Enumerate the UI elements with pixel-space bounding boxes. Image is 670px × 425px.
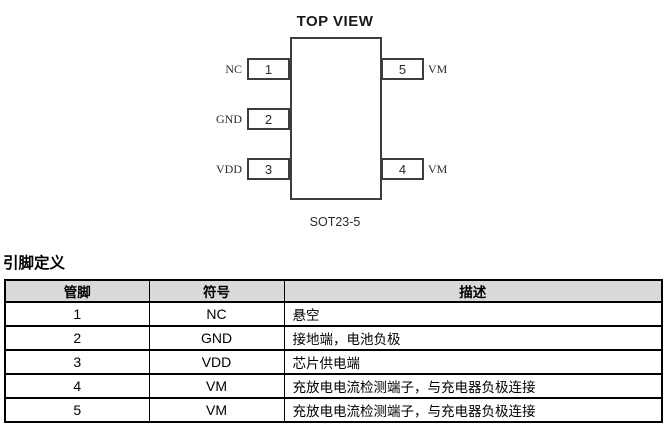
cell-pin: 1: [4, 301, 150, 327]
header-cell-symbol: 符号: [148, 279, 285, 303]
table-row: 1 NC 悬空: [4, 301, 663, 327]
pin-box-3: 3: [247, 158, 290, 180]
pin-number-1: 1: [264, 61, 273, 77]
top-view-title: TOP VIEW: [296, 13, 374, 30]
cell-symbol: GND: [148, 325, 285, 351]
package-label: SOT23-5: [309, 215, 361, 229]
pin-box-1: 1: [247, 58, 290, 80]
pin-number-3: 3: [264, 161, 273, 177]
pin-box-4: 4: [381, 158, 424, 180]
pin-name-vm-bottom: VM: [428, 162, 448, 176]
cell-symbol: NC: [148, 301, 285, 327]
table-row: 5 VM 充放电电流检测端子，与充电器负极连接: [4, 397, 663, 423]
header-cell-pin: 管脚: [4, 279, 150, 303]
cell-symbol: VDD: [148, 349, 285, 375]
cell-symbol: VM: [148, 373, 285, 399]
pin-number-4: 4: [398, 161, 407, 177]
table-row: 2 GND 接地端，电池负极: [4, 325, 663, 351]
cell-description: 悬空: [283, 301, 663, 327]
cell-description: 充放电电流检测端子，与充电器负极连接: [283, 373, 663, 399]
pin-name-vm-top: VM: [428, 62, 448, 76]
cell-description: 芯片供电端: [283, 349, 663, 375]
pin-name-vdd: VDD: [216, 162, 242, 176]
pin-box-5: 5: [381, 58, 424, 80]
header-cell-desc: 描述: [283, 279, 663, 303]
table-row: 4 VM 充放电电流检测端子，与充电器负极连接: [4, 373, 663, 399]
cell-pin: 2: [4, 325, 150, 351]
table-row: 3 VDD 芯片供电端: [4, 349, 663, 375]
chip-body: [290, 37, 382, 200]
cell-symbol: VM: [148, 397, 285, 423]
cell-pin: 5: [4, 397, 150, 423]
pin-number-2: 2: [264, 111, 273, 127]
pin-name-nc: NC: [225, 62, 242, 76]
pin-definition-table: 管脚 符号 描述 1 NC 悬空 2 GND 接地端，电池负极 3 VDD 芯片…: [4, 279, 663, 423]
cell-pin: 4: [4, 373, 150, 399]
pin-name-gnd: GND: [216, 112, 242, 126]
pin-number-5: 5: [398, 61, 407, 77]
pinout-diagram: TOP VIEW NC 1 GND 2 VDD 3 5 VM 4 VM SOT2…: [216, 13, 448, 229]
cell-pin: 3: [4, 349, 150, 375]
cell-description: 接地端，电池负极: [283, 325, 663, 351]
cell-description: 充放电电流检测端子，与充电器负极连接: [283, 397, 663, 423]
pin-box-2: 2: [247, 108, 290, 130]
table-header-row: 管脚 符号 描述: [4, 279, 663, 303]
section-title-pin-definition: 引脚定义: [3, 255, 66, 272]
